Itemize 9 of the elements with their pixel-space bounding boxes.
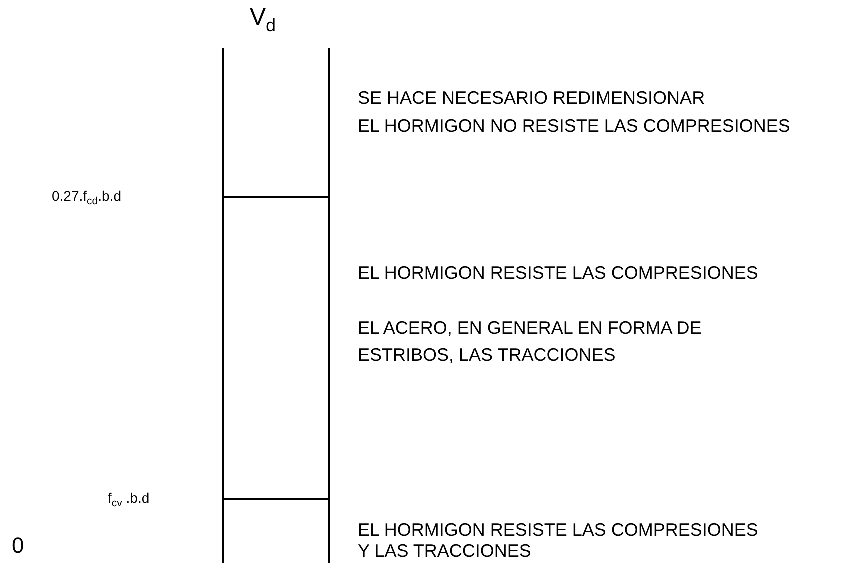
zone-description: EL HORMIGON RESISTE LAS COMPRESIONES bbox=[358, 262, 758, 285]
zone-description: EL HORMIGON RESISTE LAS COMPRESIONES Y LAS TRACCIONES bbox=[358, 520, 760, 562]
origin-value: 0 bbox=[12, 532, 24, 560]
zone-description: SE HACE NECESARIO REDIMENSIONAR bbox=[358, 87, 706, 110]
limit-value: 0.27.f$_{cd}$.b.d bbox=[52, 187, 122, 210]
zone-description: EL HORMIGON NO RESISTE LAS COMPRESIONES bbox=[358, 115, 790, 138]
zone-description: EL ACERO, EN GENERAL EN FORMA DE ESTRIBOS, LAS TRACCIONES bbox=[358, 317, 703, 367]
limit-value: f$_{cv}$ .b.d bbox=[108, 489, 150, 512]
axis-title: V$_{d}$ bbox=[250, 4, 276, 32]
